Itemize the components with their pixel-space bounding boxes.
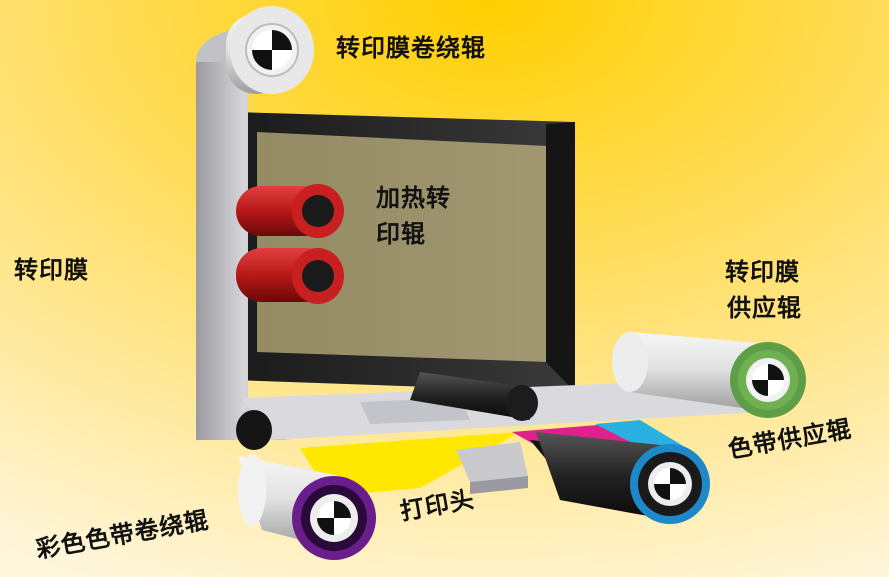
idler-roller-left	[236, 410, 272, 450]
ribbon-supply-roller	[536, 432, 710, 524]
ribbon-takeup-roller	[238, 454, 376, 560]
heated-roller-lower	[236, 248, 344, 304]
target-icon	[752, 364, 784, 396]
target-icon	[654, 468, 686, 500]
film-takeup-roller	[226, 6, 314, 94]
label-heated-roller-line2: 印辊	[376, 220, 426, 248]
print-head	[456, 442, 528, 494]
target-icon	[252, 30, 292, 70]
film-supply-roller	[612, 332, 806, 418]
pressure-roller	[410, 372, 538, 421]
label-film-supply-line2: 供应辊	[727, 294, 802, 322]
label-heated-roller-line1: 加热转	[376, 184, 451, 212]
label-film-takeup-roller: 转印膜卷绕辊	[336, 34, 486, 62]
heated-roller-upper	[236, 184, 344, 238]
target-icon	[317, 501, 351, 535]
label-transfer-film: 转印膜	[14, 256, 89, 284]
label-film-supply-line1: 转印膜	[725, 258, 800, 286]
